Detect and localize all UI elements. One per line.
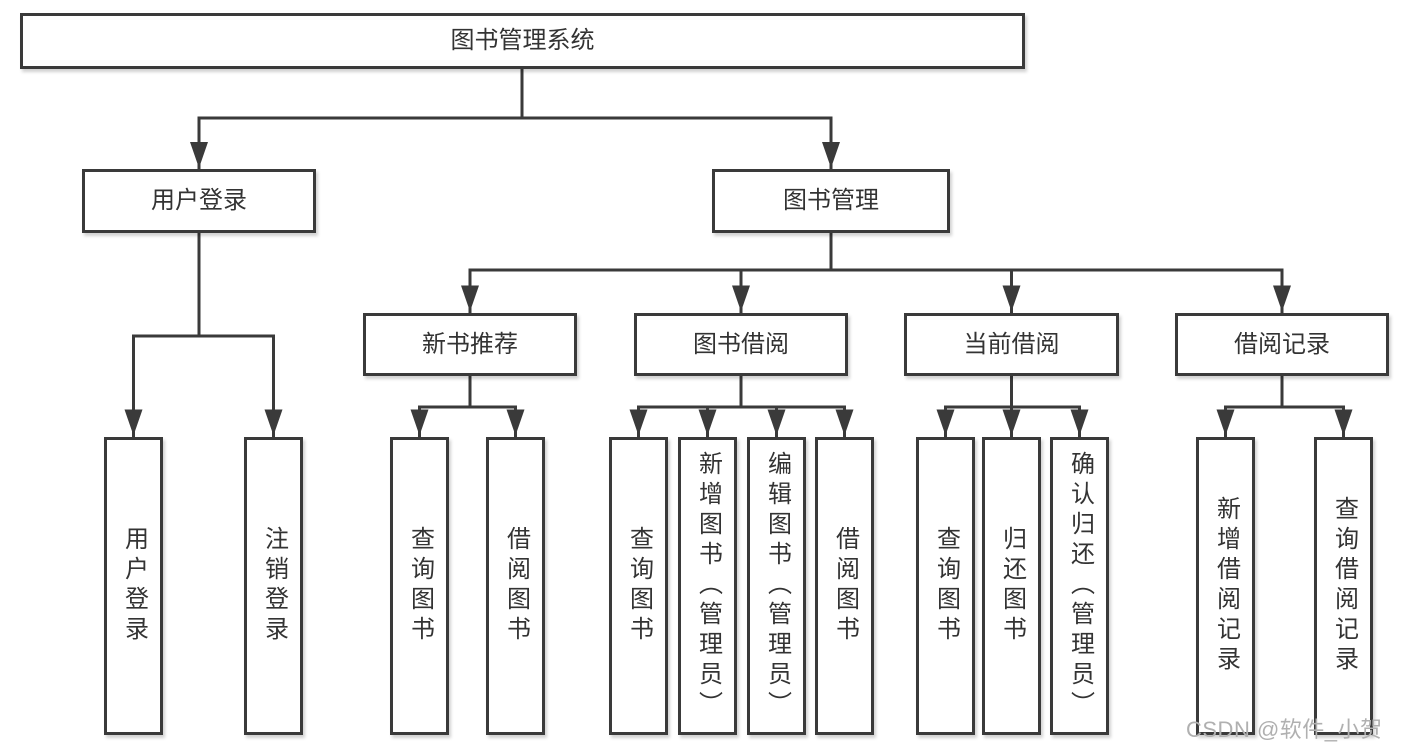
leaf-edit-books-admin: 编辑图书（管理员）: [747, 437, 806, 735]
leaf-borrow-books-borrow: 借阅图书: [815, 437, 874, 735]
node-new-book-recommendation: 新书推荐: [363, 313, 577, 376]
leaf-add-borrow-record: 新增借阅记录: [1196, 437, 1255, 735]
node-user-login: 用户登录: [82, 169, 316, 233]
leaf-logout: 注销登录: [244, 437, 303, 735]
node-book-management: 图书管理: [712, 169, 950, 233]
leaf-return-books: 归还图书: [982, 437, 1041, 735]
leaf-user-login: 用户登录: [104, 437, 163, 735]
node-library-management-system: 图书管理系统: [20, 13, 1025, 69]
leaf-add-books-admin: 新增图书（管理员）: [678, 437, 737, 735]
node-book-borrowing: 图书借阅: [634, 313, 848, 376]
leaf-borrow-books-new: 借阅图书: [486, 437, 545, 735]
node-borrowing-records: 借阅记录: [1175, 313, 1389, 376]
connector-skeleton: [132, 66, 1345, 409]
node-current-borrowing: 当前借阅: [904, 313, 1119, 376]
leaf-query-borrow-record: 查询借阅记录: [1314, 437, 1373, 735]
leaf-query-books-current: 查询图书: [916, 437, 975, 735]
leaf-query-books-new: 查询图书: [390, 437, 449, 735]
leaf-confirm-return-admin: 确认归还（管理员）: [1050, 437, 1109, 735]
leaf-query-books-borrow: 查询图书: [609, 437, 668, 735]
